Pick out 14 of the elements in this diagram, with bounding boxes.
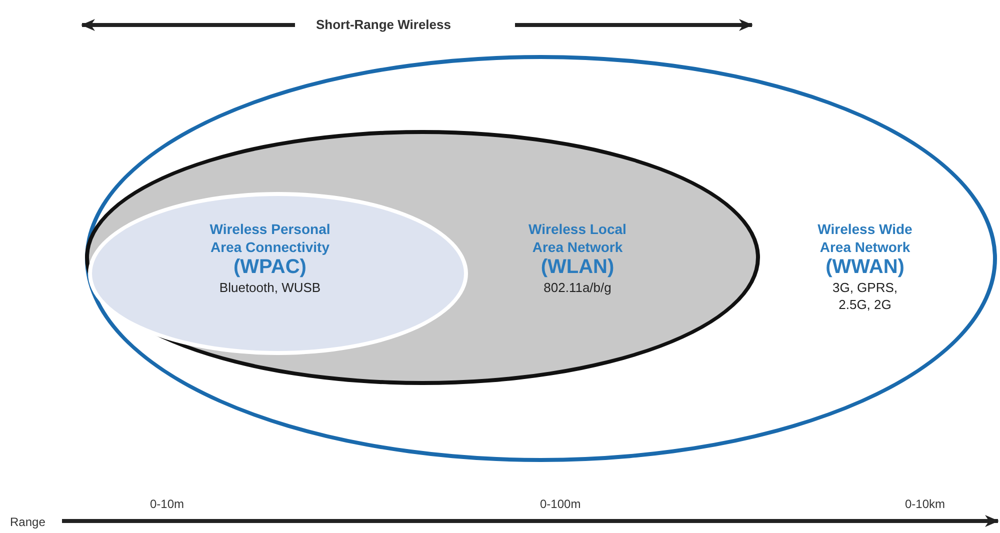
axis-label: Range: [10, 515, 46, 529]
network-abbreviation: (WLAN): [540, 256, 614, 279]
network-name: Wireless Personal Area Connectivity: [208, 220, 332, 256]
network-abbreviation: (WWAN): [826, 256, 904, 279]
range-value: 0-100m: [540, 497, 581, 511]
network-name: Wireless Wide Area Network: [816, 220, 914, 256]
technology-list: 3G, GPRS, 2.5G, 2G: [825, 279, 905, 313]
technology-list: Bluetooth, WUSB: [219, 279, 321, 296]
range-value: 0-10km: [905, 497, 946, 511]
technology-list: 802.11a/b/g: [544, 279, 612, 296]
network-abbreviation: (WPAC): [234, 256, 306, 279]
span-label: Short-Range Wireless: [316, 17, 451, 32]
range-value: 0-10m: [150, 497, 184, 511]
network-name: Wireless Local Area Network: [528, 220, 628, 256]
